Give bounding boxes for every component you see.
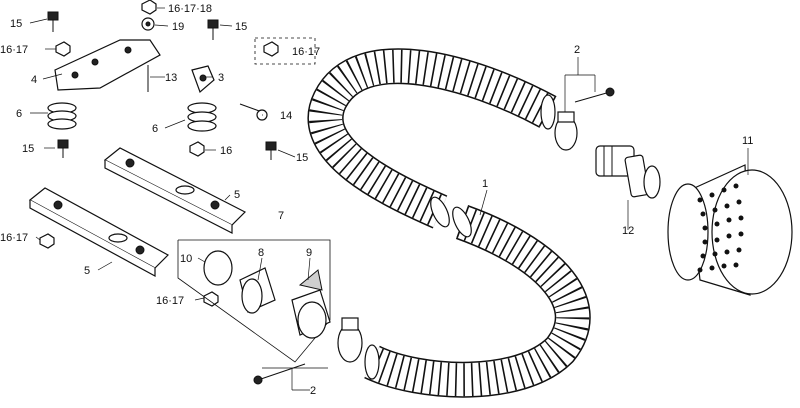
label-8: 8	[258, 247, 264, 259]
hose-cut-end-a	[430, 196, 450, 228]
label-14: 14	[280, 110, 292, 122]
corrugated-hose	[307, 48, 591, 398]
air-cleaner-holes	[697, 183, 744, 273]
label-7: 7	[278, 210, 284, 222]
hose-cut-end-b	[452, 206, 472, 238]
label-16: 16	[220, 145, 232, 157]
group-7-outline	[177, 239, 331, 363]
label-16-17-c: 16·17	[0, 232, 28, 244]
label-16-17-a: 16·17	[0, 44, 28, 56]
group-7-parts	[203, 250, 331, 339]
label-13: 13	[165, 72, 177, 84]
label-15-b: 15	[235, 21, 247, 33]
lower-hose-clamp	[253, 317, 363, 385]
label-6-lower: 6	[152, 123, 158, 135]
label-9: 9	[306, 247, 312, 259]
bracket	[54, 39, 161, 91]
label-15-d: 15	[296, 152, 308, 164]
upper-hose-clamp	[554, 87, 615, 151]
label-15-c: 15	[22, 143, 34, 155]
spring-lower	[187, 102, 217, 132]
mount-plate-upper	[103, 147, 247, 234]
hose-joint	[595, 145, 661, 199]
small-hardware	[39, 0, 279, 307]
label-16-17-d: 16·17	[156, 295, 184, 307]
label-15-a: 15	[10, 18, 22, 30]
label-2-top: 2	[574, 44, 580, 56]
label-3: 3	[218, 72, 224, 84]
label-5-lower: 5	[84, 265, 90, 277]
label-2-bottom: 2	[310, 385, 316, 397]
label-16-17-b: 16·17	[292, 46, 320, 58]
label-16-17-18: 16·17·18	[168, 3, 212, 15]
spring-upper	[47, 102, 77, 130]
label-5-upper: 5	[234, 189, 240, 201]
label-6-upper: 6	[16, 108, 22, 120]
leader-lines	[29, 7, 749, 391]
label-19: 19	[172, 21, 184, 33]
label-12: 12	[622, 225, 634, 237]
air-cleaner	[667, 164, 793, 296]
label-1: 1	[482, 178, 488, 190]
hose-upper-end	[540, 94, 556, 130]
mount-plate-lower	[28, 187, 169, 278]
label-10: 10	[180, 253, 192, 265]
label-4: 4	[31, 74, 37, 86]
callout-box-16-17	[254, 37, 316, 65]
callout-labels: 1 2 2 3 4 5 5 6 6 7 8 9 10 11 12 13 14 1…	[0, 3, 753, 397]
hose-lower-end	[364, 344, 380, 380]
label-11: 11	[742, 135, 753, 147]
